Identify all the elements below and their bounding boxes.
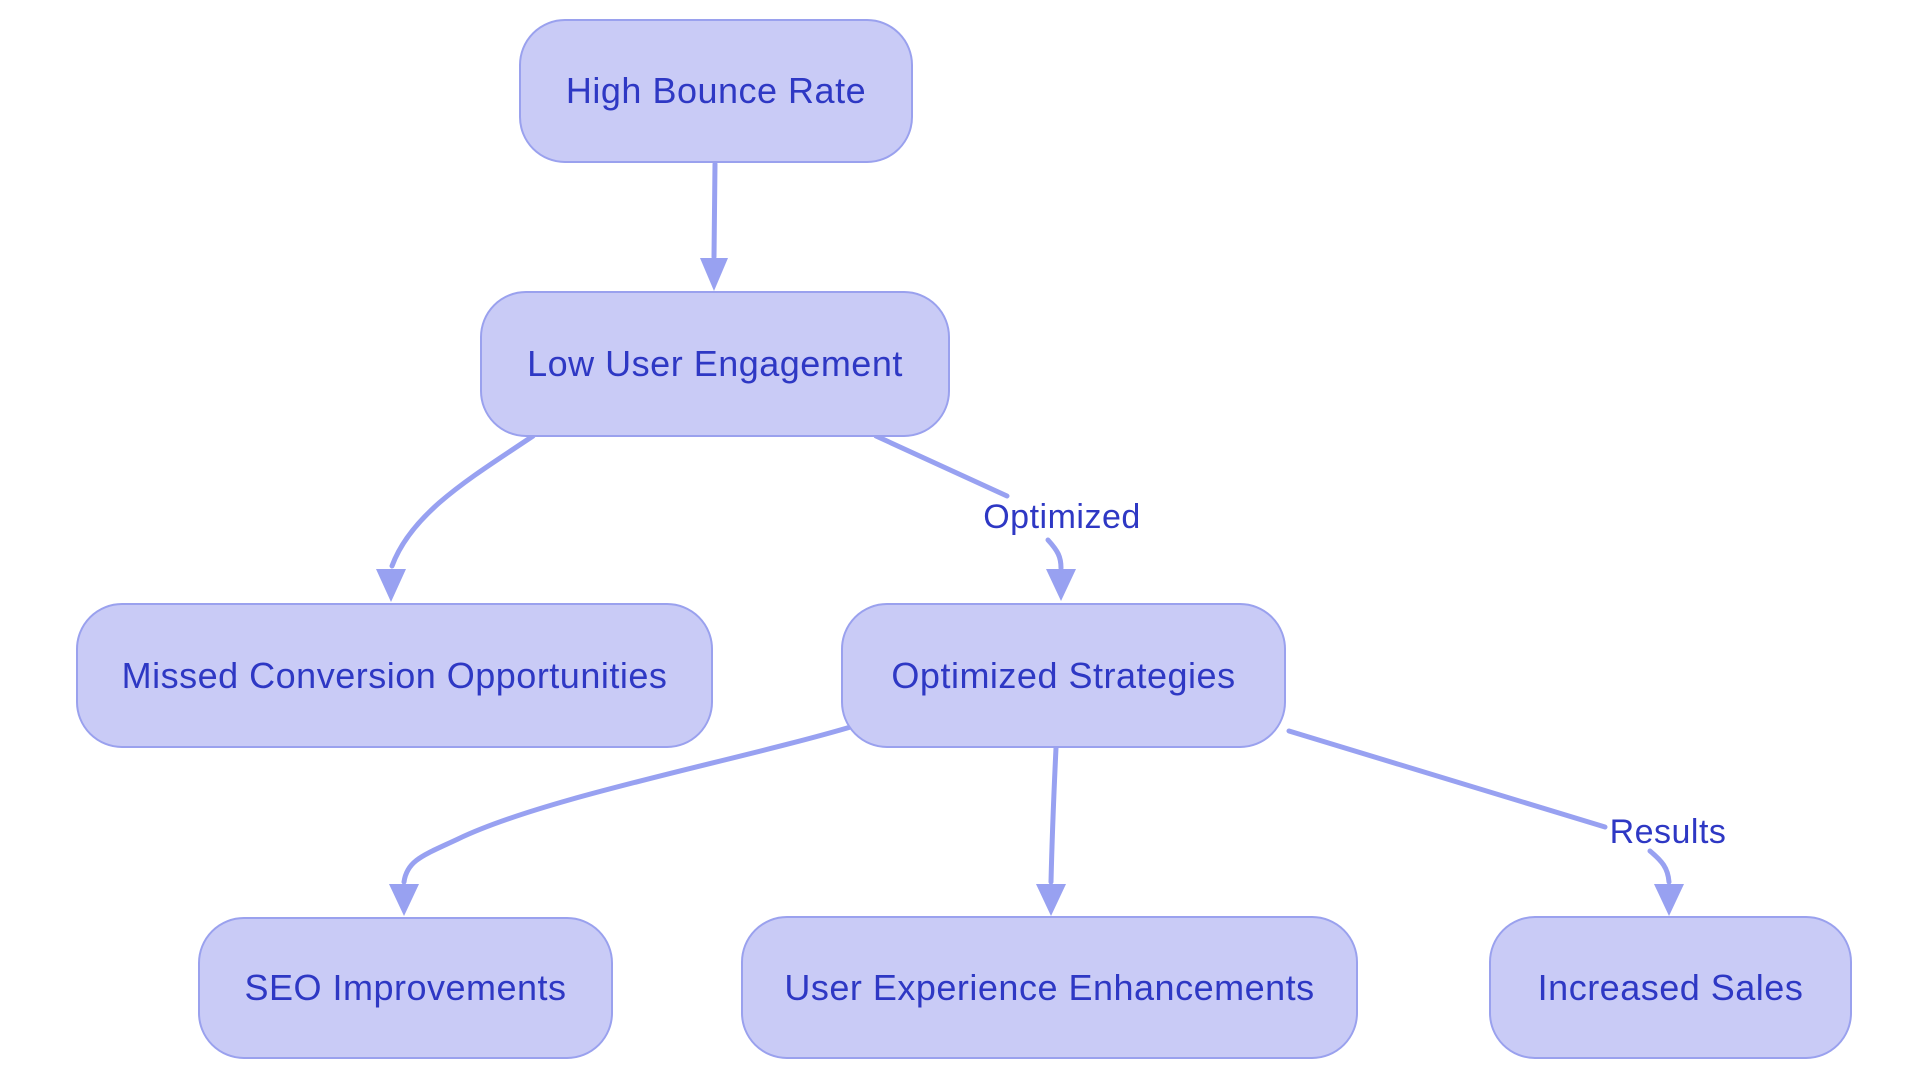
arrowhead-icon xyxy=(1036,884,1066,916)
edge-optimized-strategies-to-ux xyxy=(1036,745,1066,916)
edge-optimized-strategies-to-seo xyxy=(389,723,857,916)
edge-high-bounce-to-low-engagement xyxy=(700,161,728,291)
edge-label-results: Results xyxy=(1609,812,1727,851)
edge-low-engagement-to-optimized-strategies xyxy=(873,433,1076,601)
node-user-experience-enhancements: User Experience Enhancements xyxy=(741,916,1358,1059)
node-missed-conversion-opportunities: Missed Conversion Opportunities xyxy=(76,603,713,748)
edge-low-engagement-to-missed-conversion xyxy=(376,433,536,602)
edge-label-optimized: Optimized xyxy=(983,497,1141,536)
arrowhead-icon xyxy=(1046,569,1076,601)
node-low-user-engagement: Low User Engagement xyxy=(480,291,950,437)
node-seo-improvements: SEO Improvements xyxy=(198,917,613,1059)
edge-optimized-strategies-to-increased-sales xyxy=(1286,728,1684,916)
node-optimized-strategies: Optimized Strategies xyxy=(841,603,1286,748)
node-high-bounce-rate: High Bounce Rate xyxy=(519,19,913,163)
arrowhead-icon xyxy=(700,258,728,291)
arrowhead-icon xyxy=(376,569,406,602)
node-increased-sales: Increased Sales xyxy=(1489,916,1852,1059)
arrowhead-icon xyxy=(389,884,419,916)
arrowhead-icon xyxy=(1654,884,1684,916)
